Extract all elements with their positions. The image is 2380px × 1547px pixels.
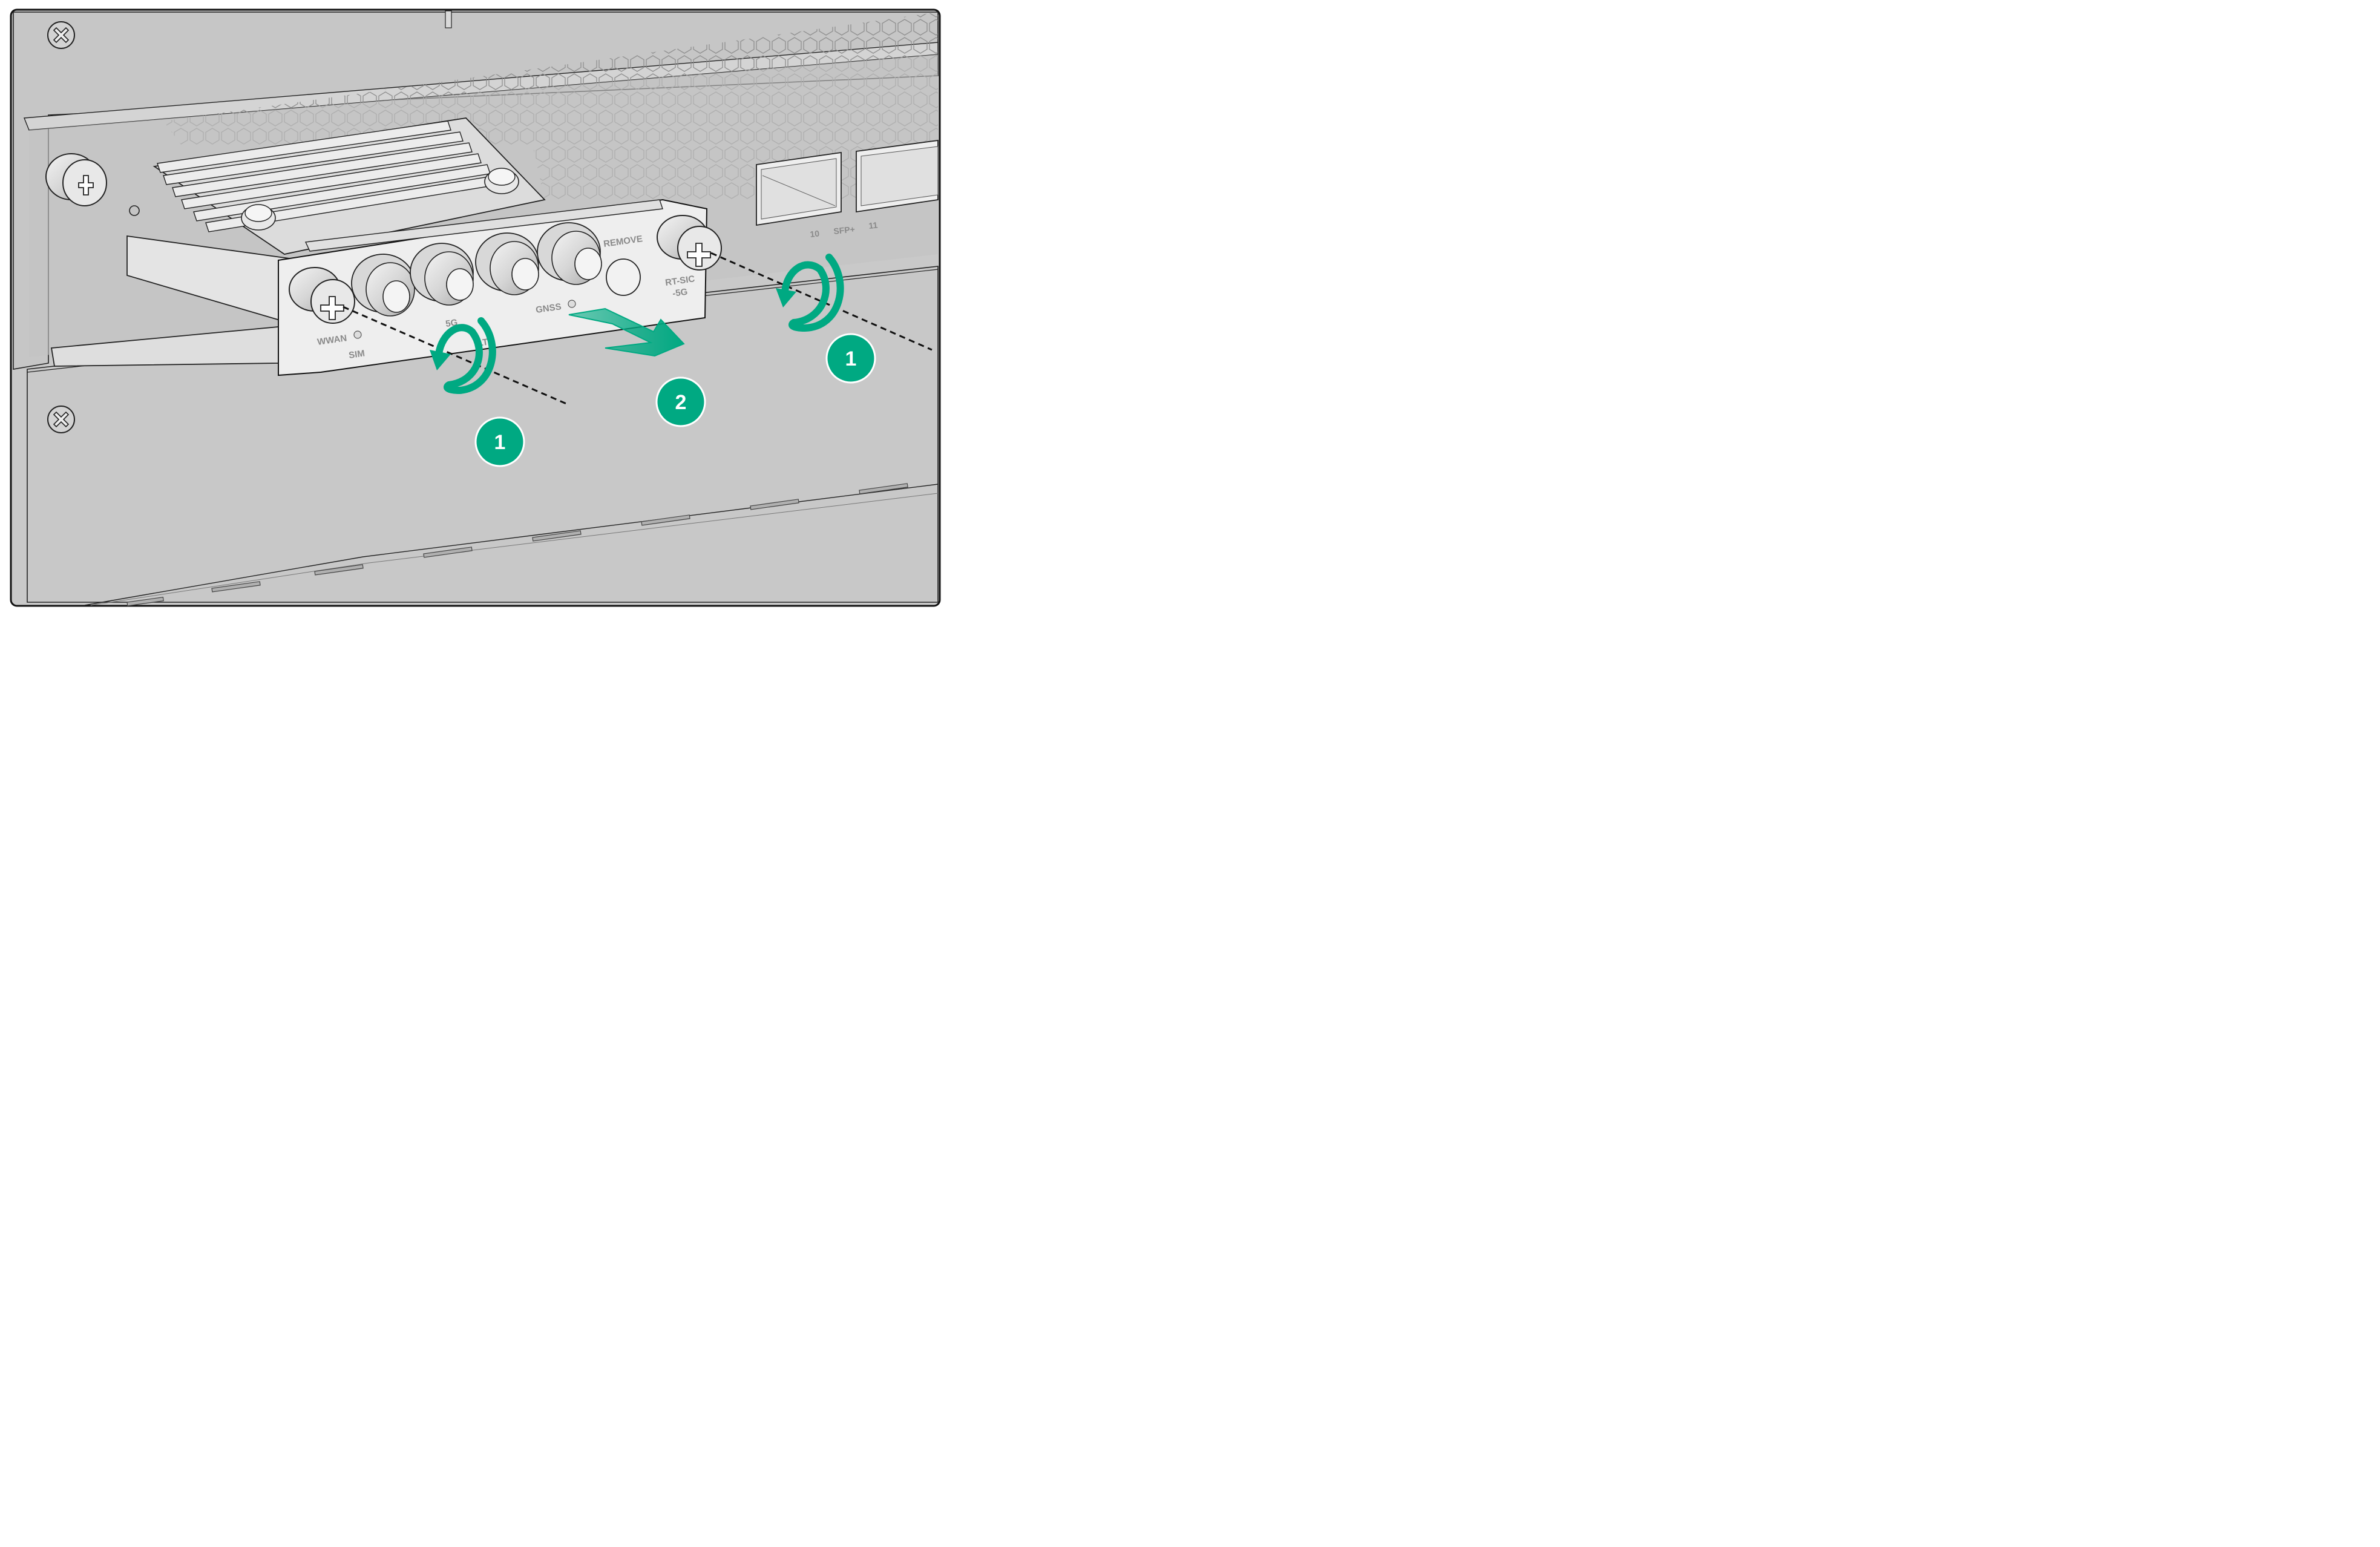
chassis-thumbscrew-icon	[45, 153, 140, 216]
pull-out-arrow-icon	[568, 307, 685, 357]
port-10-label: 10	[810, 228, 820, 239]
captive-screw-left-icon	[289, 267, 355, 324]
antenna-connector-4	[537, 222, 602, 285]
wwan-led-icon	[353, 330, 362, 339]
antenna-connector-1	[351, 254, 415, 317]
gnss-label: GNSS	[535, 301, 562, 315]
rotate-ccw-arrow-left-icon	[430, 317, 496, 395]
module-removal-diagram: 10 SFP+ 11	[0, 0, 949, 617]
step-badge-1-right: 1	[825, 333, 876, 384]
module-heatsink	[50, 117, 546, 367]
bottom-vent-slots	[126, 483, 908, 606]
sfp-port-10	[756, 151, 842, 226]
diagram-canvas: 10 SFP+ 11	[10, 8, 941, 607]
antenna-connector-2	[410, 243, 474, 306]
screw-axis-right	[710, 252, 933, 351]
step-badge-2: 2	[655, 376, 706, 427]
model-label-line2: -5G	[672, 287, 688, 299]
sim-label: SIM	[348, 348, 366, 361]
model-label-line1: RT-SIC	[664, 274, 695, 288]
antenna-connector-3	[475, 232, 539, 295]
rotate-ccw-arrow-right-icon	[776, 254, 844, 332]
step-1-right-number: 1	[845, 347, 857, 370]
chassis-screw-bottom-left-icon	[47, 406, 75, 433]
step-badge-1-left: 1	[474, 416, 525, 467]
remove-button-icon	[606, 258, 641, 296]
step-2-number: 2	[675, 391, 687, 414]
captive-screw-right-icon	[657, 215, 722, 271]
gnss-led-icon	[568, 300, 576, 308]
sfp-port-11	[856, 139, 939, 213]
wwan-label: WWAN	[316, 333, 347, 347]
port-sfp-label: SFP+	[833, 224, 856, 236]
step-1-left-number: 1	[494, 431, 506, 454]
port-11-label: 11	[868, 220, 879, 231]
chassis-screw-top-left-icon	[47, 21, 75, 49]
